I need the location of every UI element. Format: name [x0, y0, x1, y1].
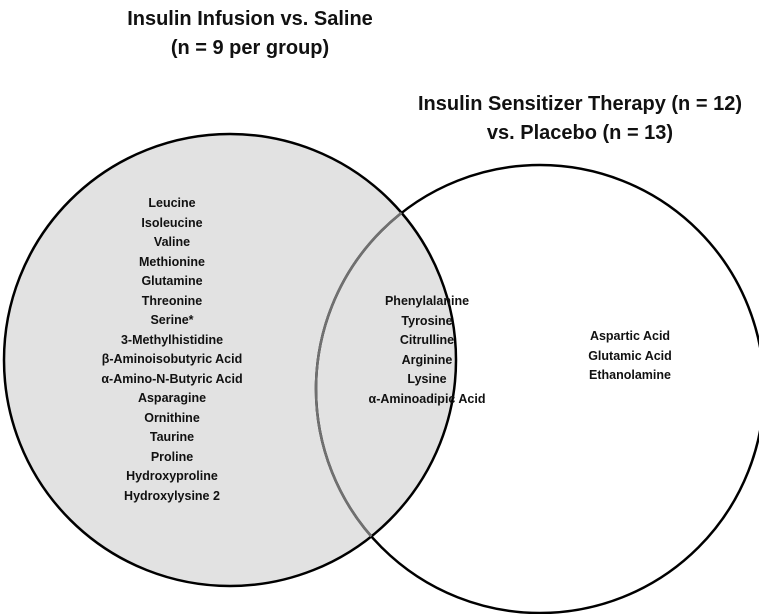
amino-acid-item: Tyrosine	[401, 313, 453, 328]
amino-acid-item: Asparagine	[137, 391, 207, 405]
amino-acid-item: Aspartic Acid	[589, 329, 671, 343]
amino-acid-item: 3-Methylhistidine	[120, 332, 224, 347]
set-a-title-line: (n = 9 per group)	[170, 37, 330, 59]
amino-acid-item: Hydroxylysine 2	[124, 488, 220, 503]
amino-acid-item: Phenylalanine	[384, 294, 470, 308]
amino-acid-item: Methionine	[139, 254, 205, 269]
amino-acid-item: Lysine	[407, 372, 447, 386]
amino-acid-item: Glutamic Acid	[588, 348, 672, 363]
amino-acid-item: Proline	[150, 449, 194, 464]
amino-acid-item: Citrulline	[399, 333, 455, 347]
amino-acid-item: Isoleucine	[141, 215, 203, 230]
amino-acid-item: α-Amino-N-Butyric Acid	[101, 371, 243, 386]
amino-acid-item: Taurine	[149, 430, 195, 444]
amino-acid-item: Ethanolamine	[589, 368, 671, 382]
amino-acid-item: α-Aminoadipic Acid	[368, 391, 486, 406]
overlap-boundary-arc	[314, 211, 403, 538]
amino-acid-item: Serine*	[150, 313, 194, 327]
set-a-title-line: Insulin Infusion vs. Saline	[127, 8, 373, 30]
amino-acid-item: Valine	[153, 235, 191, 249]
amino-acid-item: Arginine	[401, 352, 453, 367]
amino-acid-item: Leucine	[148, 196, 196, 210]
amino-acid-item: Threonine	[141, 293, 203, 308]
set-b-title-line: Insulin Sensitizer Therapy (n = 12)	[418, 93, 742, 115]
amino-acid-item: β-Aminoisobutyric Acid	[101, 352, 243, 366]
amino-acid-item: Ornithine	[144, 410, 200, 425]
amino-acid-item: Glutamine	[141, 274, 203, 288]
set-b-title: Insulin Sensitizer Therapy (n = 12) vs. …	[400, 90, 759, 148]
circle-insulin-infusion	[2, 132, 458, 588]
set-a-title: Insulin Infusion vs. Saline (n = 9 per g…	[80, 5, 420, 63]
set-b-title-line: vs. Placebo (n = 13)	[486, 122, 674, 144]
amino-acid-item: Hydroxyproline	[126, 469, 218, 483]
